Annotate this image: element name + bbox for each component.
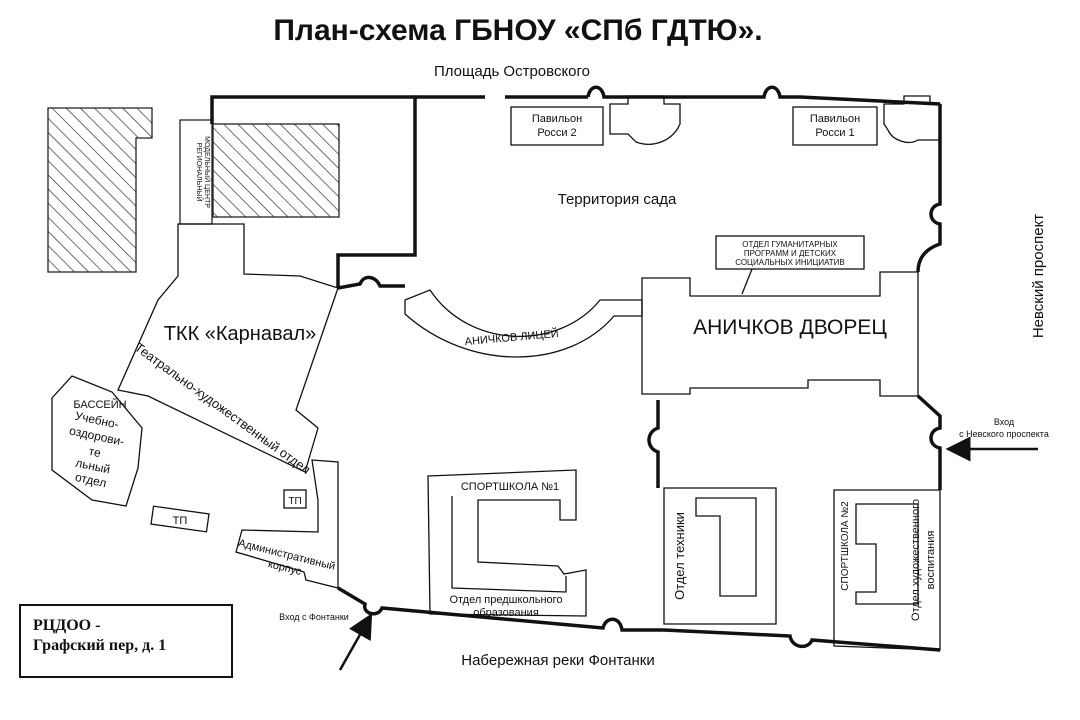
theatre-dept-label: Театрально-художественный отдел — [132, 340, 314, 478]
hatched-block-center — [212, 123, 340, 218]
entrance-south-label: Вход с Фонтанки — [279, 612, 349, 622]
gate-north-1 — [586, 85, 628, 99]
humanitarian-dept-label-2: ПРОГРАММ И ДЕТСКИХ — [744, 249, 837, 258]
perimeter-east-upper — [916, 104, 942, 273]
humanitarian-dept-label-1: ОТДЕЛ ГУМАНИТАРНЫХ — [742, 240, 838, 249]
tech-dept-label: Отдел техники — [672, 512, 687, 600]
pavilion-2-label-2: Росси 2 — [537, 127, 576, 139]
art-dept-label-2: воспитания — [925, 531, 937, 590]
tech-dept-building — [663, 487, 777, 625]
street-south-label: Набережная реки Фонтанки — [461, 652, 655, 669]
humanitarian-dept-label-3: СОЦИАЛЬНЫХ ИНИЦИАТИВ — [735, 258, 845, 267]
preschool-label-1: Отдел предшкольного — [449, 594, 562, 606]
perimeter-east-lower — [916, 394, 942, 490]
pavilion-1-label-1: Павильон — [810, 113, 860, 125]
entrance-east-label-1: Вход — [994, 417, 1015, 427]
perimeter-north-east — [628, 85, 941, 106]
preschool-label-2: образования — [473, 607, 539, 619]
pavilion-1-label-2: Росси 1 — [815, 127, 854, 139]
tp-building-2 — [283, 489, 307, 509]
legend-box: РЦДОО - Графский пер, д. 1 — [19, 604, 233, 678]
street-north-label: Площадь Островского — [434, 63, 590, 80]
regional-center-label-2: МОДЕЛЬНЫЙ ЦЕНТР — [203, 136, 212, 208]
humanitarian-dept-leader — [741, 268, 753, 295]
gate-east-inner — [647, 400, 660, 488]
tp-label-2: ТП — [288, 496, 301, 507]
pool-label: БАССЕЙН — [73, 398, 126, 411]
pavilion-1-box — [792, 106, 878, 146]
tp-building-1 — [150, 505, 210, 533]
legend-line-1: РЦДОО - — [33, 617, 101, 634]
perimeter-north-west — [210, 95, 417, 288]
pavilion-1-building — [883, 95, 941, 144]
street-east-label: Невский проспект — [1030, 214, 1047, 338]
regional-center-label-1: РЕГИОНАЛЬНЫЙ — [195, 143, 204, 202]
sport-school-2-inner — [855, 503, 919, 605]
health-dept-label-3: те — [87, 444, 102, 460]
sport-school-2-label: СПОРТШКОЛА №2 — [840, 501, 851, 591]
sport-school-2-building — [833, 489, 941, 651]
tkk-karnaval-label: ТКК «Карнавал» — [164, 323, 317, 345]
sport-school-1-building — [427, 469, 587, 617]
regional-center-building — [179, 119, 213, 225]
perimeter-south — [337, 586, 941, 652]
garden-label: Территория сада — [558, 191, 677, 208]
legend-line-2: Графский пер, д. 1 — [33, 637, 167, 654]
pool-building — [51, 375, 143, 507]
humanitarian-dept-box — [715, 235, 865, 270]
pavilion-2-label-1: Павильон — [532, 113, 582, 125]
entrance-south-arrow — [338, 613, 373, 671]
pavilion-2-box — [510, 106, 604, 146]
sport-school-1-inner — [451, 496, 567, 593]
admin-building — [235, 459, 339, 589]
map-title: План-схема ГБНОУ «СПб ГДТЮ». — [273, 14, 762, 47]
anichkov-palace-building — [641, 271, 919, 397]
hatched-block-west — [47, 107, 153, 273]
anichkov-lyceum-building — [404, 289, 643, 358]
art-dept-label-1: Отдел художественного — [910, 499, 922, 621]
gate-garden-west — [337, 275, 405, 290]
anichkov-palace-label: АНИЧКОВ ДВОРЕЦ — [693, 316, 887, 339]
sport-school-1-label: СПОРТШКОЛА №1 — [461, 481, 559, 493]
tp-label-1: ТП — [173, 515, 188, 527]
tkk-karnaval-building — [117, 223, 339, 473]
health-dept-label-5: отдел — [74, 470, 108, 490]
entrance-east-label-2: с Невского проспекта — [959, 429, 1049, 439]
pavilion-2-building — [609, 95, 681, 145]
anichkov-lyceum-label: АНИЧКОВ ЛИЦЕЙ — [464, 327, 559, 348]
tech-dept-inner — [695, 497, 757, 597]
